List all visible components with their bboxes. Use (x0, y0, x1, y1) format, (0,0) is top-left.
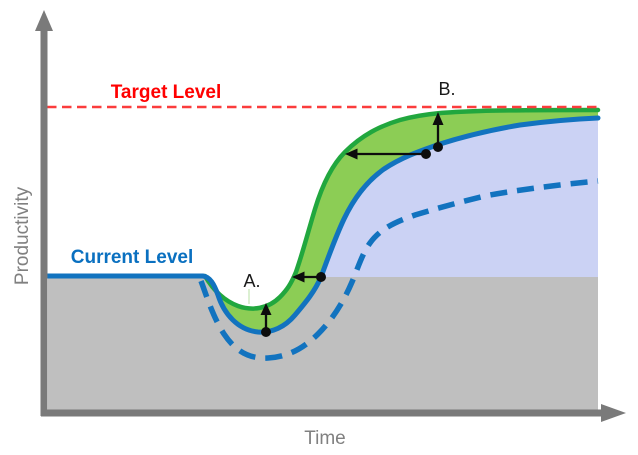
below-current-level-area (48, 277, 598, 410)
actual-change-curve (44, 115, 601, 335)
y-axis-arrow-icon (35, 10, 53, 31)
point-b-up-dot (433, 142, 443, 152)
point-a-up-arrowhead-icon (260, 303, 272, 315)
point-b-up-arrowhead-icon (432, 112, 444, 125)
x-axis-arrow-icon (601, 404, 626, 422)
point-b-label: B. (438, 79, 455, 99)
point-a-left-arrowhead-icon (292, 271, 305, 283)
y-axis-label: Productivity (12, 186, 33, 285)
point-a-dip-dot (261, 327, 271, 337)
point-a-label: A. (243, 271, 260, 291)
target-level-label: Target Level (111, 82, 222, 103)
recovery-gap-area (321, 118, 598, 277)
x-axis-label: Time (304, 428, 346, 449)
point-b-left-dot (421, 149, 431, 159)
point-b-left-arrowhead-icon (345, 148, 358, 160)
managed-change-curve (202, 107, 601, 311)
point-a-crossing-dot (316, 272, 326, 282)
current-level-label: Current Level (71, 247, 193, 268)
